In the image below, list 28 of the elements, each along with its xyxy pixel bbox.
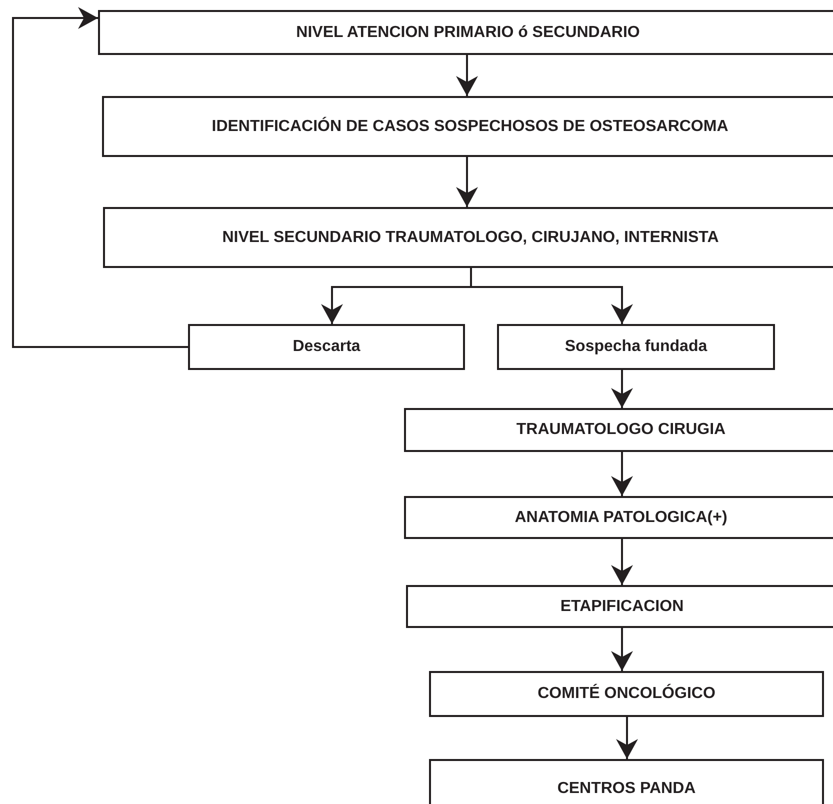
box-label: COMITÉ ONCOLÓGICO [538,683,716,704]
box-label: NIVEL SECUNDARIO TRAUMATOLOGO, CIRUJANO, INTERNISTA [222,228,719,248]
arrow [611,539,633,585]
arrow [456,157,478,207]
arrow [12,7,188,348]
process-box [404,408,833,452]
process-box [429,671,824,717]
process-box [406,585,833,628]
process-box [103,207,833,268]
box-label: NIVEL ATENCION PRIMARIO ó SECUNDARIO [296,22,640,42]
box-label: IDENTIFICACIÓN DE CASOS SOSPECHOSOS DE OSTEOSARCOMA [212,116,728,136]
process-box [429,759,824,804]
arrow [456,55,478,96]
arrow [611,370,633,408]
box-label: CENTROS PANDA [557,779,696,799]
box-label: Descarta [292,337,360,357]
box-label: ETAPIFICACION [560,596,684,616]
box-label: Sospecha fundada [564,337,708,357]
process-box [98,10,833,55]
process-box [497,324,775,370]
arrow [611,628,633,671]
box-label: ANATOMIA PATOLOGICA(+) [514,508,728,528]
arrow [616,717,638,759]
process-box [188,324,465,370]
process-box [102,96,833,157]
arrow [611,452,633,496]
box-label: TRAUMATOLOGO CIRUGIA [516,420,726,440]
process-box [404,496,833,539]
